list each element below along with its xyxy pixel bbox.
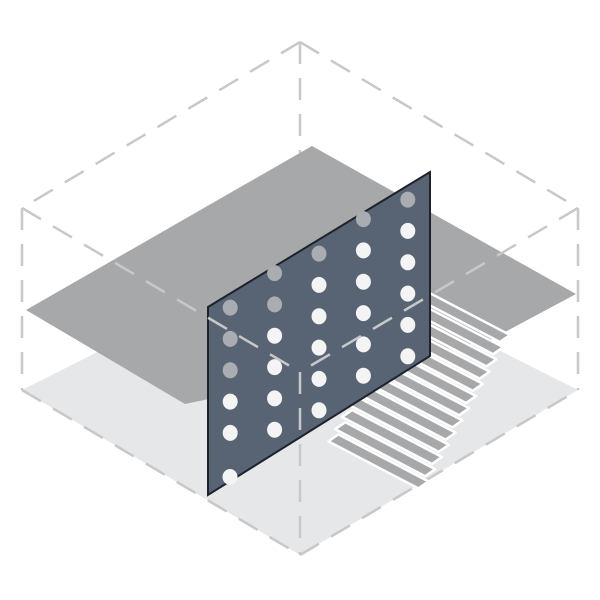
perforation-dot — [267, 421, 283, 438]
perforation-dot — [311, 402, 327, 419]
cube-bottom-right-edge — [299, 388, 579, 557]
perforation-dot — [311, 308, 327, 325]
cube-top-front-right-edge — [299, 206, 579, 374]
perforation-dot — [355, 367, 371, 384]
perforation-dot — [222, 424, 238, 441]
perforation-dot — [267, 390, 283, 407]
perforation-dot — [222, 469, 238, 485]
perforation-dot — [400, 316, 416, 333]
perforation-dot — [267, 327, 283, 344]
perforation-dot — [355, 336, 371, 353]
perforation-dot — [222, 393, 238, 410]
perforation-dot — [267, 296, 283, 313]
perforation-dot — [222, 330, 238, 347]
cube-back-top-right-edge — [299, 40, 579, 210]
perforation-dot — [311, 370, 327, 387]
perforation-dot — [355, 305, 371, 322]
perforation-dot — [311, 276, 327, 293]
perforation-dot — [267, 359, 283, 376]
stair-step — [327, 433, 430, 490]
perforated-panel — [207, 170, 431, 497]
stair-step — [333, 420, 437, 478]
dashed-cube-back-edges — [20, 40, 580, 557]
perforation-dot — [311, 245, 327, 262]
perforation-dot — [267, 265, 283, 282]
perforation-dot — [355, 273, 371, 290]
perforation-dot — [222, 362, 238, 379]
perforation-dot — [222, 299, 238, 316]
perforation-dot — [400, 222, 416, 239]
stair-step — [340, 408, 444, 466]
cube-back-top-left-edge — [21, 40, 301, 210]
perforation-dot — [400, 254, 416, 271]
perforation-dot — [400, 285, 416, 302]
perforation-dot — [355, 242, 371, 259]
perforation-dot — [311, 339, 327, 356]
cube-bottom-left-edge — [21, 388, 301, 557]
perforation-dot — [400, 191, 416, 208]
panel-perforations — [222, 191, 416, 485]
perforation-dot — [400, 348, 416, 365]
perforation-dot — [355, 211, 371, 228]
dashed-cube-front-edges — [21, 206, 579, 555]
cube-top-front-left-edge — [21, 206, 301, 374]
